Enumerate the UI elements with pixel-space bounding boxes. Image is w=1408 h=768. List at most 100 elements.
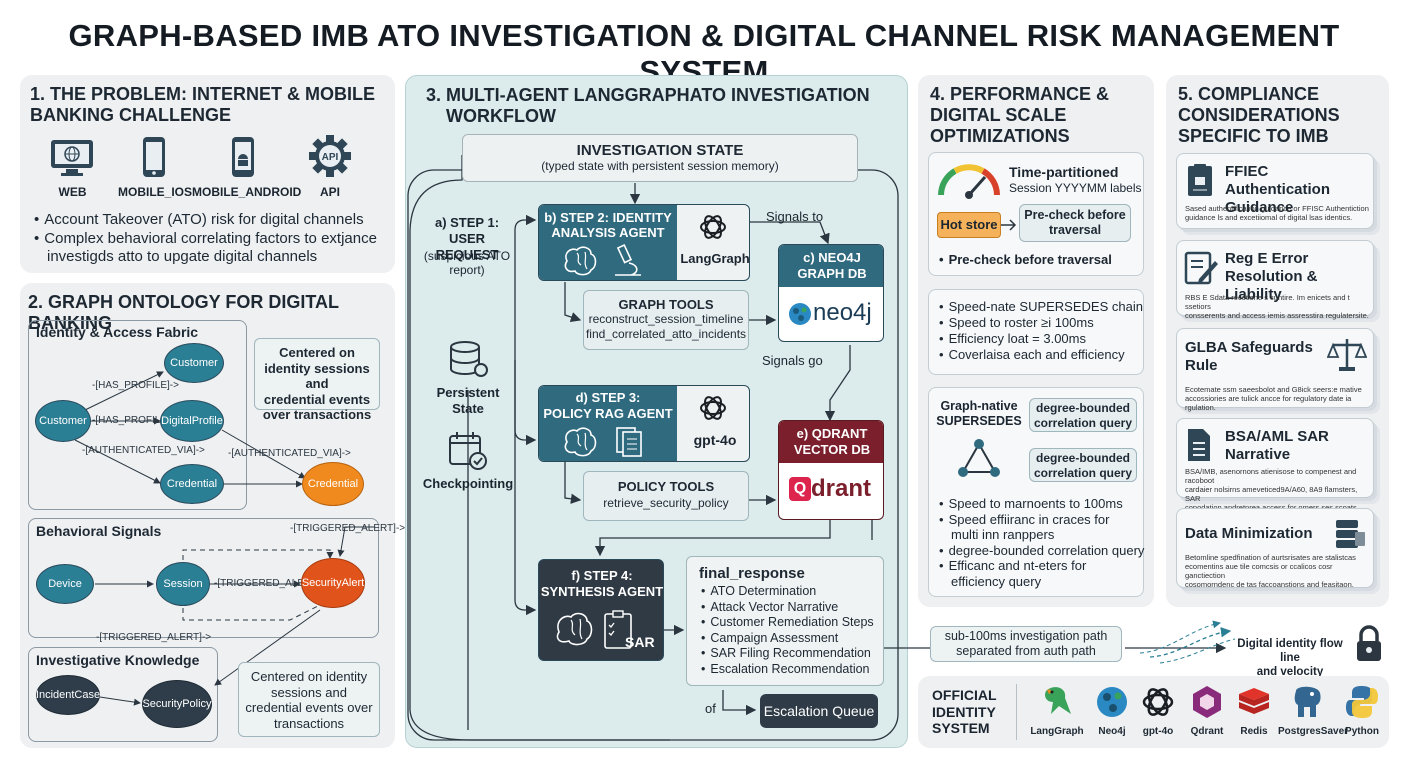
investigation-state-sub: (typed state with persistent session mem… [541, 159, 779, 173]
final-response-title: final_response [699, 565, 805, 582]
node-customer: Customer [164, 343, 224, 383]
compliance-card-text: Ecotemate ssm saeesbolot and G8ick seers… [1185, 385, 1362, 412]
behavioral-label: Behavioral Signals [36, 523, 162, 539]
step3-title: d) STEP 3:POLICY RAG AGENT [543, 390, 673, 421]
perf-bullet: Speed to roster ≥i 100ms [939, 315, 1143, 331]
step2-model: LangGraph [680, 251, 750, 266]
final-response-item: Customer Remediation Steps [701, 615, 883, 631]
logo-postgressaver-label: PostgresSaver [1278, 726, 1349, 737]
escalation-queue-button[interactable]: Escalation Queue [760, 694, 878, 728]
checkpointing-label: Checkpointing [422, 476, 514, 491]
logo-gpt4o-label: gpt-4o [1142, 726, 1174, 737]
knowledge-label: Investigative Knowledge [36, 652, 200, 668]
sar-label: SAR [625, 634, 655, 650]
node-device: Device [36, 564, 94, 604]
edge-triggered-alert: -[TRIGGERED_ALERT]-> [290, 523, 406, 534]
compliance-card-text: Sased authentification guidance or FFISC… [1185, 204, 1369, 222]
graph-native-bullet: Efficanc and nt-eters for [939, 558, 1144, 574]
openai-logo-icon [700, 215, 726, 239]
qdrant-logo-q: Q [789, 477, 811, 501]
node-security-policy: SecurityPolicy [142, 680, 212, 728]
database-icon [450, 341, 488, 377]
channel-api-label: API [319, 185, 340, 199]
precheck-bullet: Pre-check before traversal [939, 252, 1112, 267]
compliance-card-text: BSA/IMB, asenornons atienisose to compen… [1185, 467, 1359, 512]
checkpoint-calendar-icon [449, 432, 487, 470]
step4-title: f) STEP 4:SYNTHESIS AGENT [540, 568, 664, 599]
edge-authenticated-via: -[AUTHENTICATED_VIA]-> [228, 448, 351, 459]
logo-qdrant-label: Qdrant [1190, 726, 1224, 737]
graph-tool-item: reconstruct_session_timeline [588, 312, 744, 326]
node-incident-case: IncidentCase [36, 675, 100, 715]
workflow-connectors [407, 155, 899, 741]
graph-tools-title: GRAPH TOOLS [618, 297, 714, 312]
node-credential-ext: Credential [302, 462, 364, 506]
time-partition-card: Time-partitioned Session YYYYMM labels H… [928, 152, 1144, 276]
openai-logo-icon [700, 396, 726, 420]
policy-tools-title: POLICY TOOLS [617, 479, 715, 494]
edge-has-profile: -[HAS_PROFILE]-> [92, 415, 179, 426]
logo-neo4j-label: Neo4j [1098, 726, 1126, 737]
arrow-right-icon [1001, 219, 1017, 231]
perf-bullet: Efficiency loat = 3.00ms [939, 331, 1143, 347]
knowledge-box [28, 647, 218, 742]
langgraph-parrot-icon [1045, 687, 1071, 714]
edit-document-icon [1184, 251, 1218, 285]
problem-bullet: Account Takeover (ATO) risk for digital … [34, 211, 377, 230]
edge-authenticated-via: -[AUTHENTICATED_VIA]-> [82, 445, 205, 456]
final-response-item: Campaign Assessment [701, 631, 883, 647]
graph-network-icon [958, 439, 1000, 477]
speed-gauge-icon [938, 164, 1000, 199]
document-icon [1188, 429, 1210, 461]
graph-native-bullet-cont: efficiency query [951, 573, 1042, 589]
graph-tool-item: find_correlated_atto_incidents [585, 327, 747, 341]
identity-fabric-label: Identity & Access Fabric [36, 324, 199, 340]
edge-triggered-alert: -[TRIGGERED_ALERT]-> [214, 578, 330, 589]
workflow-title: 3. MULTI-AGENT LANGGRAPHATO INVESTIGATIO… [426, 85, 870, 126]
final-response-item: Escalation Recommendation [701, 662, 883, 678]
supersedes-chain-card: Speed-nate SUPERSEDES chain Speed to ros… [928, 289, 1144, 375]
lock-document-icon [1188, 164, 1212, 196]
step1-label: a) STEP 1:USER REQUEST [434, 215, 500, 262]
behavioral-box [28, 518, 379, 638]
openai-icon [1142, 688, 1174, 716]
api-gear-icon: API [309, 135, 351, 177]
node-customer: Customer [35, 400, 91, 442]
graph-native-bullet: degree-bounded correlation query [939, 543, 1145, 559]
scales-icon [1327, 339, 1367, 371]
logo-python-label: Python [1345, 726, 1379, 737]
mobile-ios-icon [143, 137, 165, 177]
divider [1016, 684, 1017, 740]
mobile-android-icon [232, 137, 254, 177]
channel-ios-label: MOBILE_IOS [117, 185, 192, 199]
neo4j-logo-icon [789, 303, 811, 325]
redis-icon [1239, 688, 1269, 714]
qdrant-icon [1193, 686, 1221, 718]
final-response-box: final_response ATO Determination Attack … [686, 556, 884, 686]
logo-redis-label: Redis [1240, 726, 1268, 737]
python-icon [1346, 686, 1378, 718]
server-stack-icon [1336, 520, 1365, 548]
investigation-state-title: INVESTIGATION STATE [576, 142, 744, 159]
flow-lines [884, 620, 1236, 664]
edge-triggered-alert: -[TRIGGERED_ALERT]-> [96, 632, 212, 643]
